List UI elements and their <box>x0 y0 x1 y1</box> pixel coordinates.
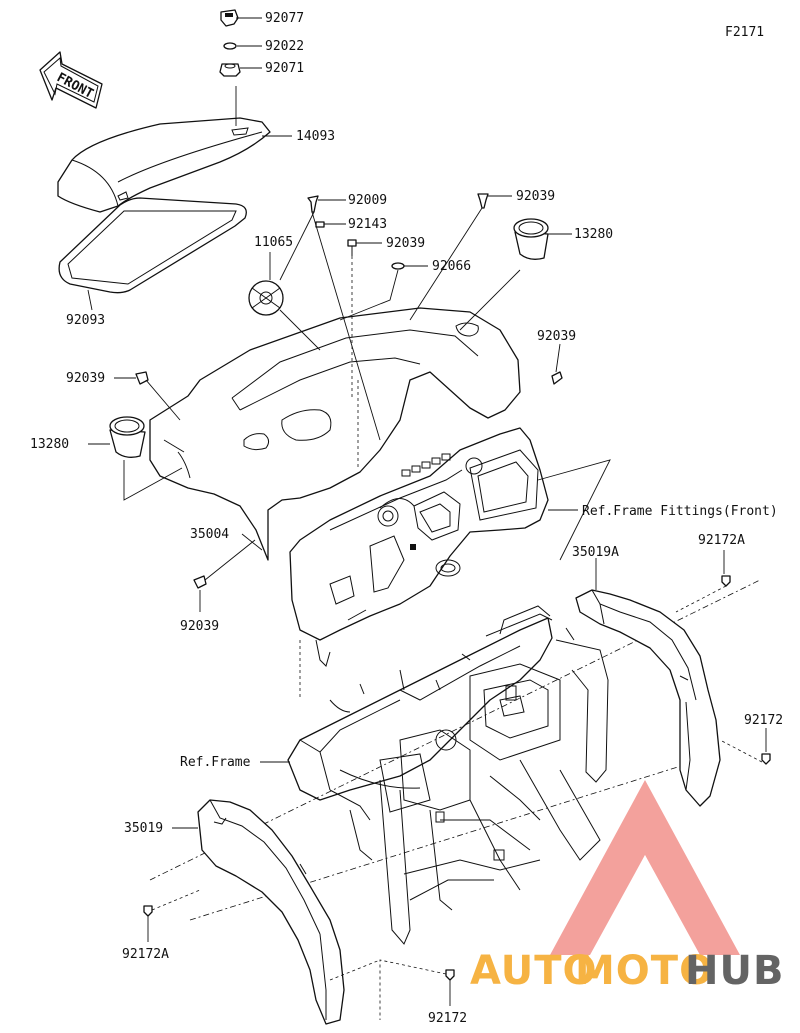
cup-holder-right <box>513 218 549 260</box>
bolt-92039-right <box>551 371 563 385</box>
label-92009: 92009 <box>348 193 387 208</box>
bolt-92039-left <box>135 371 149 385</box>
dash-upper-cover <box>149 250 521 561</box>
screw-92172A-lower <box>143 905 153 917</box>
nut <box>219 63 241 77</box>
label-92172-right: 92172 <box>744 713 783 728</box>
screw-92009 <box>307 195 319 213</box>
label-92039-left: 92039 <box>66 371 105 386</box>
bolt-92039-upper <box>347 239 357 256</box>
front-direction-arrow: FRONT <box>39 51 103 109</box>
label-92039-upper: 92039 <box>386 236 425 251</box>
bolt-92039-lower <box>193 575 207 589</box>
label-92172-lower: 92172 <box>428 1011 467 1026</box>
watermark-moto: MOTO <box>575 948 714 994</box>
fender-left <box>197 799 345 1025</box>
ref-frame: Ref.Frame <box>180 755 251 770</box>
watermark-auto: AUTO <box>470 948 598 994</box>
label-92172A-upper: 92172A <box>698 533 745 548</box>
label-13280-left: 13280 <box>30 437 69 452</box>
cup-holder-left <box>109 416 146 458</box>
clip-92143 <box>315 221 325 228</box>
label-92077: 92077 <box>265 11 304 26</box>
watermark-hub: HUB <box>685 948 784 994</box>
label-35019: 35019 <box>124 821 163 836</box>
screw-92172-lower <box>445 969 455 981</box>
fender-right <box>575 589 721 807</box>
watermark-triangle-icon <box>550 780 740 955</box>
label-92071: 92071 <box>265 61 304 76</box>
label-92143: 92143 <box>348 217 387 232</box>
screw-92172A-upper <box>721 575 731 587</box>
cap-92066 <box>391 262 405 270</box>
label-92066: 92066 <box>432 259 471 274</box>
glove-box-lid <box>57 117 271 213</box>
label-11065: 11065 <box>254 235 293 250</box>
label-92093: 92093 <box>66 313 105 328</box>
label-13280-right: 13280 <box>574 227 613 242</box>
label-92039-right: 92039 <box>537 329 576 344</box>
latch-knob <box>220 9 239 27</box>
bolt-92039-right-top <box>477 193 489 209</box>
watermark-logo: AUTO MOTO HUB <box>470 780 784 994</box>
label-92039-lower: 92039 <box>180 619 219 634</box>
screw-92172-right <box>761 753 771 765</box>
label-14093: 14093 <box>296 129 335 144</box>
instrument-panel <box>289 427 549 667</box>
label-92022: 92022 <box>265 39 304 54</box>
figure-code: F2171 <box>725 25 764 40</box>
label-92172A-lower: 92172A <box>122 947 169 962</box>
ref-frame-fittings-front: Ref.Frame Fittings(Front) <box>582 504 778 519</box>
label-92039-right-top: 92039 <box>516 189 555 204</box>
washer <box>223 42 237 50</box>
frame <box>287 605 609 945</box>
emblem-cap <box>248 280 284 316</box>
label-35019A: 35019A <box>572 545 619 560</box>
lid-seal <box>58 197 247 294</box>
label-35004: 35004 <box>190 527 229 542</box>
